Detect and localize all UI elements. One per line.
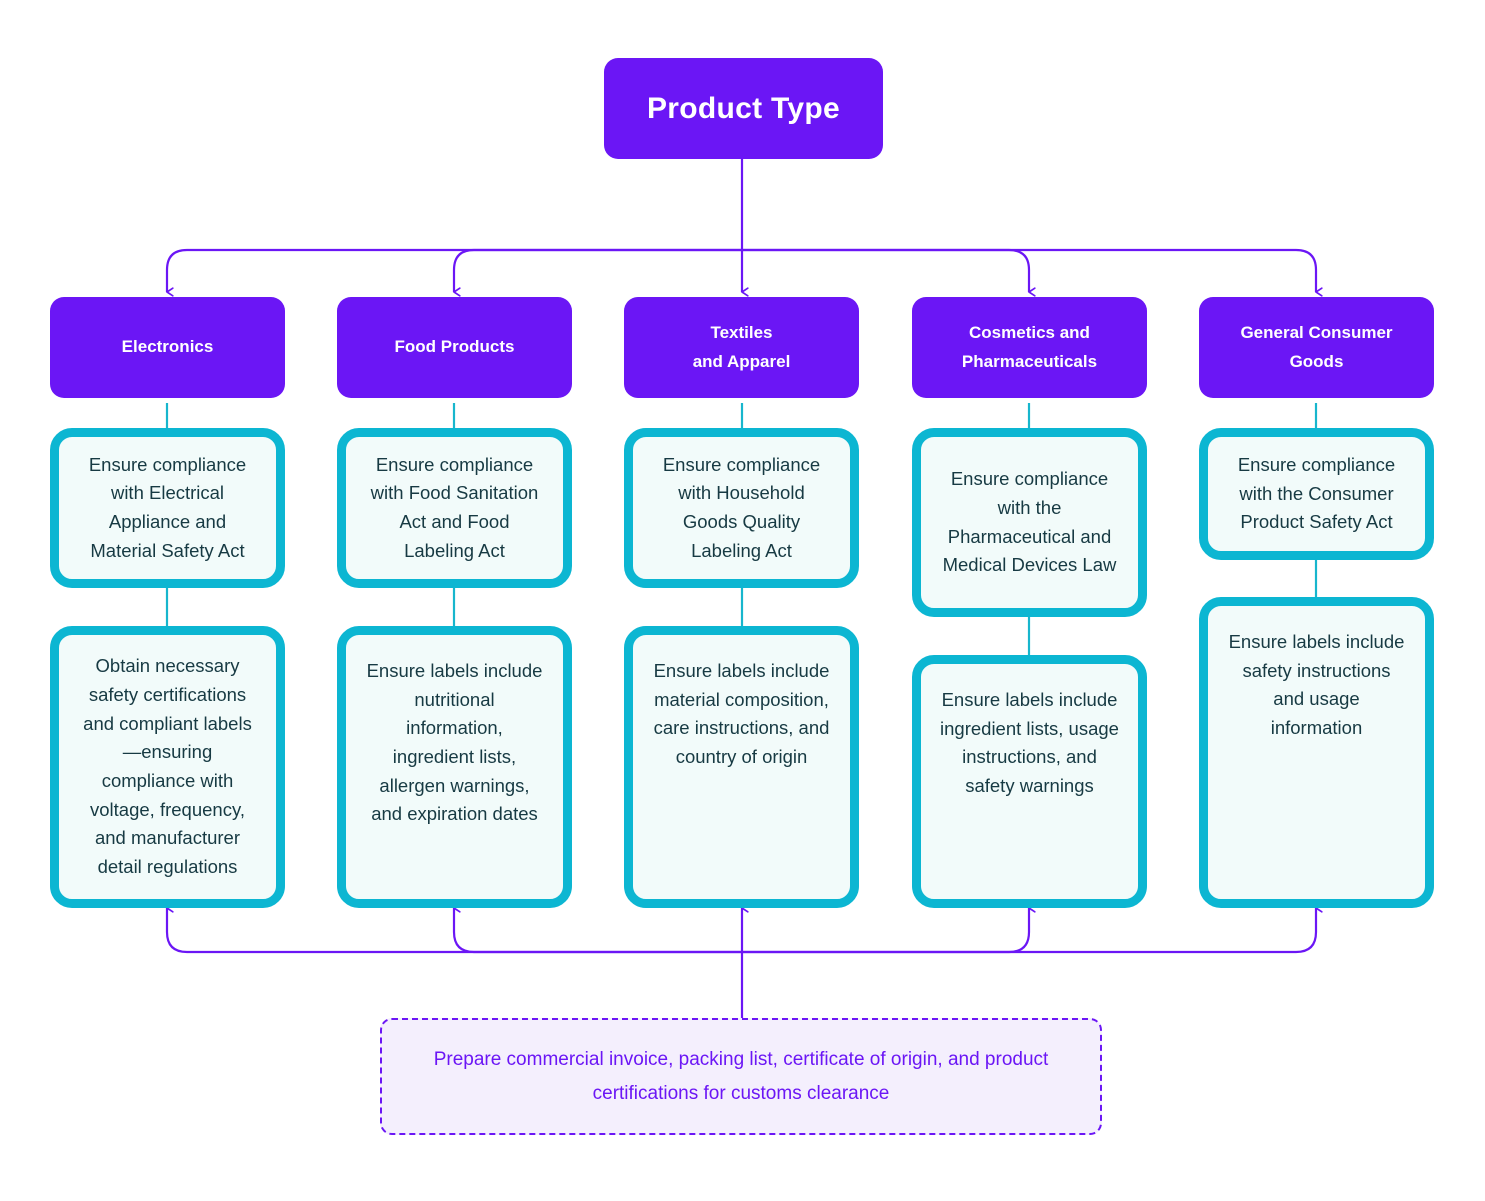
category-label-electronics: Electronics xyxy=(112,333,224,361)
category-label-line1: General Consumer xyxy=(1240,323,1393,343)
step1-node-food-products[interactable]: Ensure compliance with Food Sanitation A… xyxy=(337,428,572,588)
step2-label-general-consumer-goods: Ensure labels include safety instruction… xyxy=(1228,631,1405,739)
step1-label-textiles-and-apparel: Ensure compliance with Household Goods Q… xyxy=(662,453,821,561)
connector-bus-to-cosmetics xyxy=(742,248,1036,297)
step2-label-food-products: Ensure labels include nutritional inform… xyxy=(366,660,543,825)
step1-node-general-consumer-goods[interactable]: Ensure compliance with the Consumer Prod… xyxy=(1199,428,1434,560)
step2-node-textiles-and-apparel[interactable]: Ensure labels include material compositi… xyxy=(624,626,859,908)
category-node-electronics[interactable]: Electronics xyxy=(50,297,285,398)
step1-node-cosmetics-and-pharmaceuticals[interactable]: Ensure compliance with the Pharmaceutica… xyxy=(912,428,1147,617)
root-node-label: Product Type xyxy=(646,91,841,125)
connector-bus-to-electronics xyxy=(165,248,742,297)
connector-note-to-food xyxy=(452,903,742,954)
step1-node-textiles-and-apparel[interactable]: Ensure compliance with Household Goods Q… xyxy=(624,428,859,588)
category-label-textiles-and-apparel: Textiles and Apparel xyxy=(683,319,801,375)
category-node-general-consumer-goods[interactable]: General Consumer Goods xyxy=(1199,297,1434,398)
category-label-line2: and Apparel xyxy=(692,351,791,371)
connector-bus-to-general xyxy=(742,248,1323,297)
category-label-general-consumer-goods: General Consumer Goods xyxy=(1230,319,1402,375)
category-label-cosmetics-and-pharmaceuticals: Cosmetics and Pharmaceuticals xyxy=(952,319,1107,375)
category-label-food-products: Food Products xyxy=(385,333,525,361)
category-label-line2: Goods xyxy=(1289,351,1344,371)
step2-label-electronics: Obtain necessary safety certifications a… xyxy=(83,655,252,878)
step1-label-electronics: Ensure compliance with Electrical Applia… xyxy=(88,453,247,561)
step2-node-food-products[interactable]: Ensure labels include nutritional inform… xyxy=(337,626,572,908)
category-label-line2: Pharmaceuticals xyxy=(961,351,1098,371)
connector-note-to-cosmetics xyxy=(742,903,1036,954)
step1-label-food-products: Ensure compliance with Food Sanitation A… xyxy=(370,453,539,561)
connector-note-to-general xyxy=(742,903,1323,954)
category-node-textiles-and-apparel[interactable]: Textiles and Apparel xyxy=(624,297,859,398)
root-node-product-type[interactable]: Product Type xyxy=(604,58,883,159)
category-label-line1: Electronics xyxy=(121,337,214,357)
step2-label-cosmetics-and-pharmaceuticals: Ensure labels include ingredient lists, … xyxy=(940,689,1119,797)
connector-bus-to-food xyxy=(452,248,742,297)
category-label-line1: Cosmetics and xyxy=(969,323,1090,343)
category-node-cosmetics-and-pharmaceuticals[interactable]: Cosmetics and Pharmaceuticals xyxy=(912,297,1147,398)
footer-note-node[interactable]: Prepare commercial invoice, packing list… xyxy=(380,1018,1102,1135)
connector-note-to-electronics xyxy=(165,903,742,954)
step1-label-cosmetics-and-pharmaceuticals: Ensure compliance with the Pharmaceutica… xyxy=(942,468,1117,576)
category-node-food-products[interactable]: Food Products xyxy=(337,297,572,398)
step1-node-electronics[interactable]: Ensure compliance with Electrical Applia… xyxy=(50,428,285,588)
step2-node-cosmetics-and-pharmaceuticals[interactable]: Ensure labels include ingredient lists, … xyxy=(912,655,1147,908)
step2-node-electronics[interactable]: Obtain necessary safety certifications a… xyxy=(50,626,285,908)
footer-note-label: Prepare commercial invoice, packing list… xyxy=(433,1049,1049,1104)
step1-label-general-consumer-goods: Ensure compliance with the Consumer Prod… xyxy=(1237,454,1396,533)
category-label-line1: Textiles xyxy=(710,323,773,343)
step2-node-general-consumer-goods[interactable]: Ensure labels include safety instruction… xyxy=(1199,597,1434,908)
step2-label-textiles-and-apparel: Ensure labels include material compositi… xyxy=(653,660,830,768)
category-label-line1: Food Products xyxy=(394,337,515,357)
